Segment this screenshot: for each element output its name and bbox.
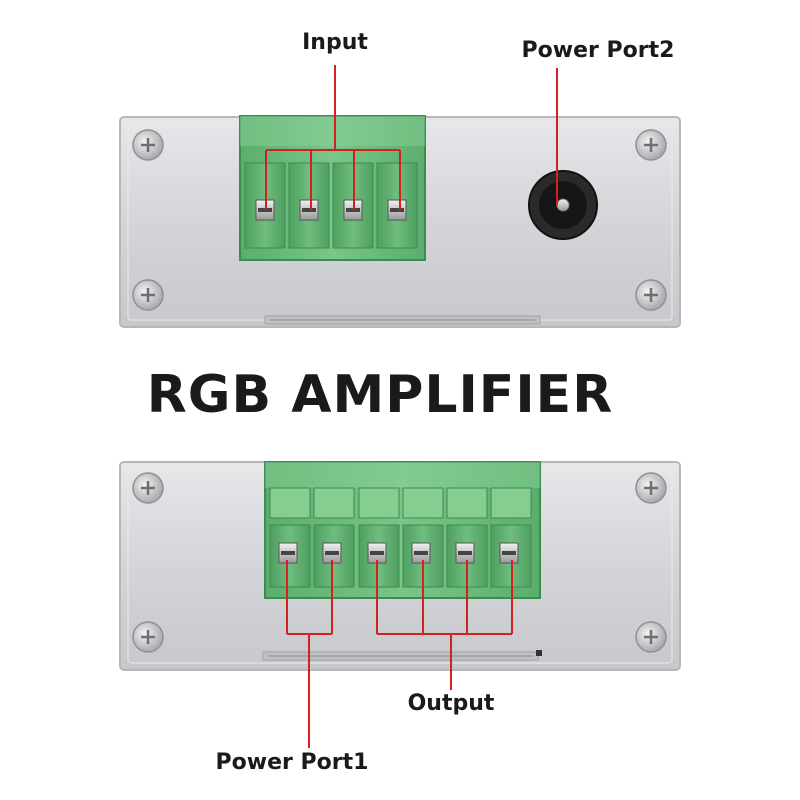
output-terminal-block <box>264 461 541 599</box>
terminal-screw <box>411 542 431 564</box>
input-terminal-block <box>239 115 426 261</box>
power-port1-callout <box>286 560 333 748</box>
input-callout <box>265 65 401 210</box>
power-port1-label: Power Port1 <box>215 750 369 775</box>
page-title: RGB AMPLIFIER <box>146 365 614 425</box>
phillips-screw-icon <box>635 472 667 504</box>
phillips-screw-icon <box>635 279 667 311</box>
terminal-screw <box>499 542 519 564</box>
phillips-screw-icon <box>132 279 164 311</box>
input-label: Input <box>302 30 368 55</box>
terminal-screw <box>387 199 407 221</box>
terminal-screw <box>299 199 319 221</box>
power-port2-label: Power Port2 <box>521 38 675 63</box>
phillips-screw-icon <box>635 621 667 653</box>
phillips-screw-icon <box>635 129 667 161</box>
phillips-screw-icon <box>132 621 164 653</box>
output-label: Output <box>407 691 495 716</box>
terminal-screw <box>455 542 475 564</box>
output-callout <box>376 560 513 690</box>
phillips-screw-icon <box>132 472 164 504</box>
phillips-screw-icon <box>132 129 164 161</box>
dc-jack-icon <box>528 170 598 240</box>
